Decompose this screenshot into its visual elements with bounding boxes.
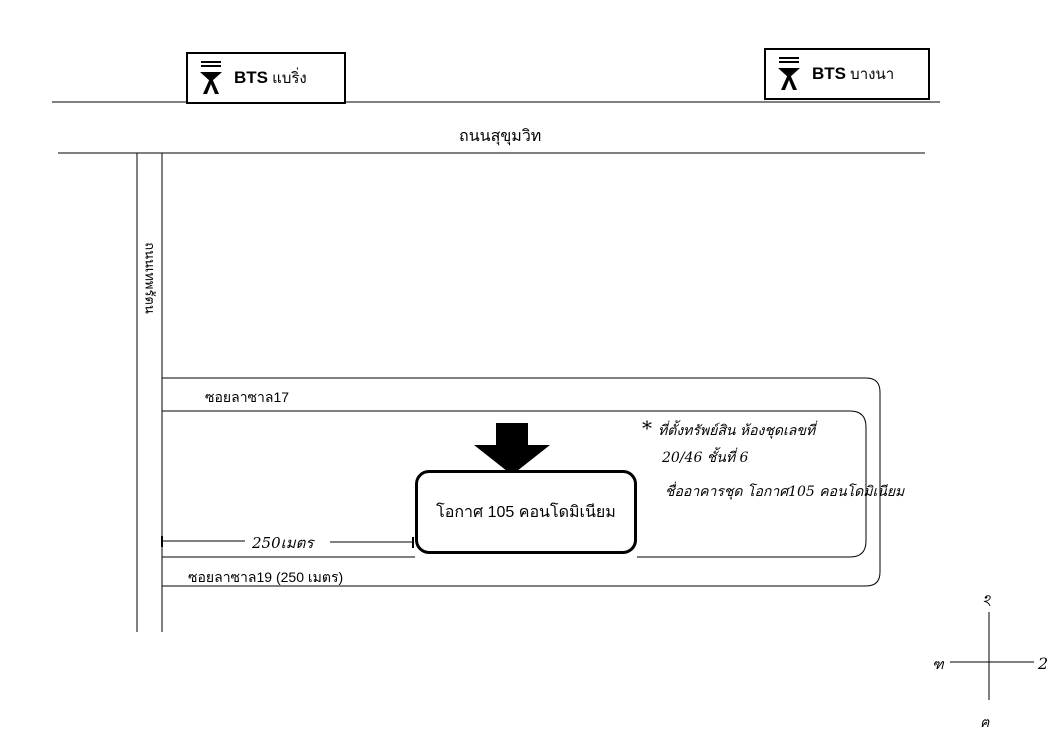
note-line-2: 20/46 ชั้นที่ 6	[662, 450, 749, 466]
compass-north: ঽ	[982, 591, 991, 610]
compass-east: 2	[1038, 654, 1049, 673]
vertical-road-label: ถนนเทพรัตน	[142, 242, 158, 314]
note-star: *	[642, 416, 652, 440]
station-name-right: บางนา	[850, 66, 895, 83]
bts-brand-left: BTS	[234, 68, 268, 87]
note-line-3: ชื่ออาคารชุด โอกาศ105 คอนโดมิเนียม	[665, 484, 905, 500]
note-line-1: ที่ตั้งทรัพย์สิน ห้องชุดเลขที่	[658, 423, 816, 439]
station-name-left: แบริ่ง	[272, 70, 307, 87]
soi-19-label: ซอยลาซาล19 (250 เมตร)	[188, 569, 344, 585]
bts-brand-right: BTS	[812, 64, 846, 83]
soi-17-label: ซอยลาซาล17	[205, 389, 290, 405]
bts-logo-icon	[200, 61, 222, 94]
soi-outer-outline	[162, 377, 881, 587]
bts-logo-icon	[778, 57, 800, 90]
bts-station-left: BTS แบริ่ง	[186, 52, 346, 104]
distance-note: 250เมตร	[252, 534, 314, 552]
compass-rose	[950, 612, 1034, 700]
destination-label: โอกาศ 105 คอนโดมิเนียม	[436, 503, 616, 521]
arrow-down-icon	[474, 423, 550, 475]
bts-station-right: BTS บางนา	[764, 48, 930, 100]
sukhumvit-road-label: ถนนสุขุมวิท	[459, 128, 542, 145]
destination-condo-box: โอกาศ 105 คอนโดมิเนียม	[415, 470, 637, 554]
soi-inner-outline	[162, 410, 867, 558]
compass-south: ฅ	[980, 715, 990, 731]
compass-west: ฑ	[932, 657, 944, 673]
